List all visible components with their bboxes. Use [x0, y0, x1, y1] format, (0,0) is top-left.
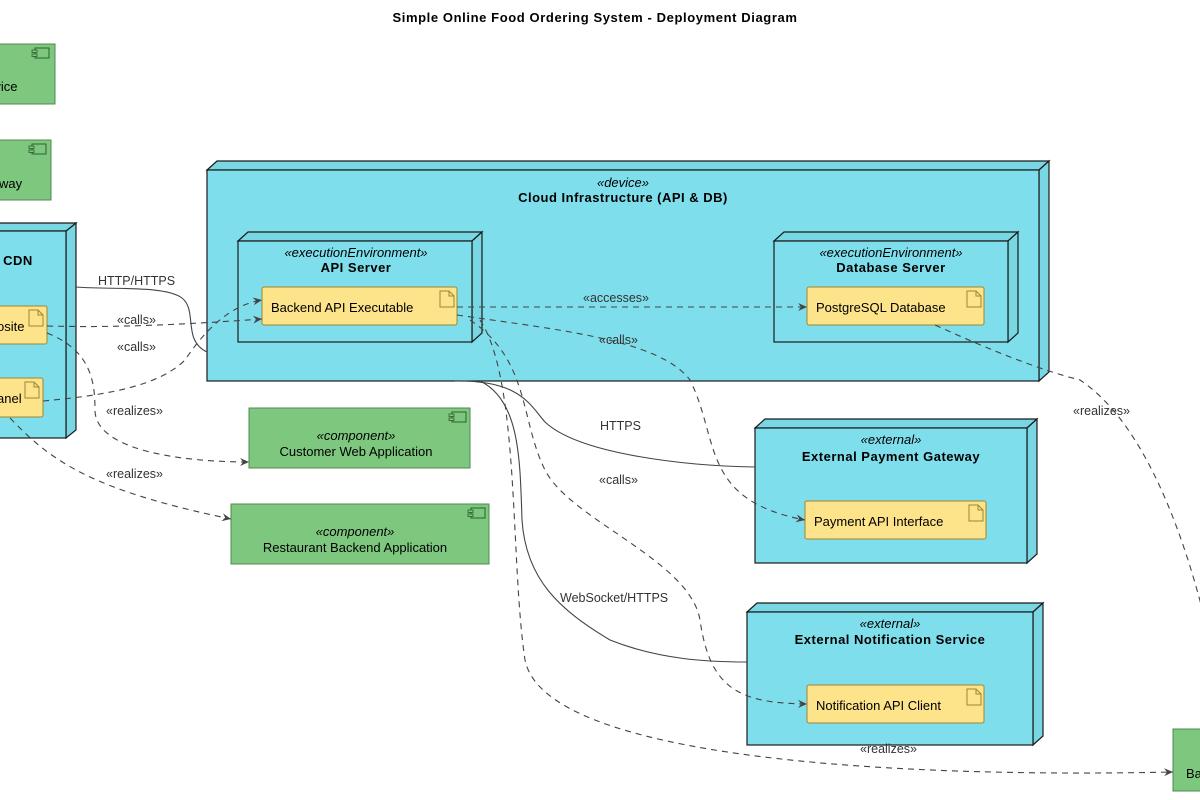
component-icon	[28, 143, 47, 155]
node-stereotype: «device»	[597, 175, 649, 190]
component-icon	[448, 411, 467, 423]
artifact-icon	[966, 688, 982, 706]
component-label: rvice	[0, 79, 17, 94]
artifact-label: Notification API Client	[816, 698, 941, 713]
edge-label: «calls»	[599, 473, 638, 487]
edge-label: «calls»	[117, 340, 156, 354]
diagram-title: Simple Online Food Ordering System - Dep…	[392, 10, 797, 25]
edge-label: «realizes»	[106, 467, 163, 481]
component-label: way	[0, 176, 23, 191]
edge-realizes-bottom-right	[479, 319, 1174, 777]
node-name: External Notification Service	[795, 632, 986, 647]
edge-websocket	[479, 380, 748, 663]
node-external-notification-service[interactable]: «external» External Notification Service	[745, 601, 1045, 747]
component-customer-web-app[interactable]: «component» Customer Web Application	[248, 407, 471, 469]
env-name: API Server	[321, 260, 392, 275]
edge-https	[454, 380, 756, 468]
node-stereotype: «external»	[861, 432, 922, 447]
edge-calls-payment	[456, 314, 806, 523]
edge-label: HTTPS	[600, 419, 641, 433]
artifact-payment-api[interactable]: Payment API Interface	[804, 500, 987, 540]
artifact-panel[interactable]: anel	[0, 377, 44, 418]
node-stereotype: «external»	[860, 616, 921, 631]
artifact-notification-api[interactable]: Notification API Client	[806, 684, 985, 724]
artifact-website[interactable]: osite	[0, 305, 48, 345]
edge-realizes-database	[934, 324, 1200, 603]
component-top-left-2[interactable]: way	[0, 139, 52, 201]
artifact-label: Payment API Interface	[814, 514, 943, 529]
edge-label: «realizes»	[1073, 404, 1130, 418]
component-label: Ba	[1186, 766, 1200, 781]
edge-label: «calls»	[117, 313, 156, 327]
edge-label: «calls»	[599, 333, 638, 347]
artifact-icon	[28, 309, 44, 327]
edge-calls-website-api	[46, 315, 263, 328]
edge-http-https	[75, 286, 208, 353]
edge-label: «realizes»	[860, 742, 917, 756]
node-name: Cloud Infrastructure (API & DB)	[518, 190, 728, 205]
edge-calls-notification	[469, 319, 808, 708]
env-stereotype: «executionEnvironment»	[819, 245, 962, 260]
artifact-postgresql[interactable]: PostgreSQL Database	[806, 286, 985, 326]
edge-label: «accesses»	[583, 291, 649, 305]
node-name: CDN	[3, 253, 33, 268]
edge-realizes-restaurant-backend	[9, 417, 232, 522]
component-label: Restaurant Backend Application	[263, 540, 447, 555]
artifact-label: anel	[0, 391, 22, 406]
artifact-icon	[966, 290, 982, 308]
node-name: External Payment Gateway	[802, 449, 980, 464]
env-name: Database Server	[836, 260, 945, 275]
component-icon	[467, 507, 486, 519]
artifact-backend-api[interactable]: Backend API Executable	[261, 286, 458, 326]
component-bottom-right[interactable]: Ba	[1172, 728, 1200, 792]
edge-label: «realizes»	[106, 404, 163, 418]
component-label: Customer Web Application	[280, 444, 433, 459]
component-restaurant-backend-app[interactable]: «component» Restaurant Backend Applicati…	[230, 503, 490, 565]
node-external-payment-gateway[interactable]: «external» External Payment Gateway	[753, 417, 1039, 565]
edge-label: WebSocket/HTTPS	[560, 591, 668, 605]
artifact-icon	[968, 504, 984, 522]
artifact-icon	[24, 381, 40, 399]
edge-label: HTTP/HTTPS	[98, 274, 175, 288]
artifact-label: PostgreSQL Database	[816, 300, 946, 315]
component-stereotype: «component»	[316, 524, 395, 539]
component-stereotype: «component»	[317, 428, 396, 443]
edge-realizes-customer-web	[46, 332, 250, 466]
component-top-left-1[interactable]: rvice	[0, 43, 56, 105]
env-stereotype: «executionEnvironment»	[284, 245, 427, 260]
artifact-label: osite	[0, 319, 24, 334]
artifact-label: Backend API Executable	[271, 300, 413, 315]
component-icon	[31, 47, 50, 59]
artifact-icon	[439, 290, 455, 308]
